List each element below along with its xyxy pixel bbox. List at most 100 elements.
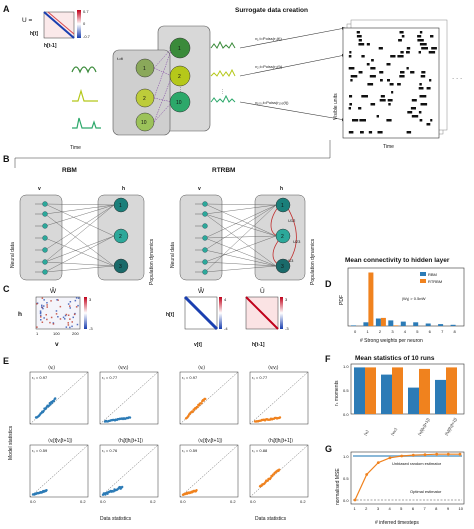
e-title-rbm-3: ⟨hᵢ[t]hⱼ[t+1]⟩ [118,438,143,444]
rbm-w-cell [74,299,77,302]
rtrbm-visible-node [202,211,208,217]
cb-a-bot: -0.7 [83,34,91,39]
raster-spike [388,103,391,106]
poiss-label-1: v₁,t=Poiss(r₁(t)) [255,36,282,41]
rbm-w-cell [69,305,71,307]
trace-1 [71,66,97,74]
rbm-weight-line [44,203,115,237]
raster-spike [426,123,431,126]
e-title-rbm-1: ⟨vᵢvⱼ⟩ [118,365,129,371]
d-legend-rtrbm-swatch [420,279,426,283]
rtrbm-hidden-1 [275,197,291,213]
g-ytick-0.5: 0.5 [343,476,349,481]
d-bar-rtrbm-2 [380,317,386,326]
rtrbm-w-diagonal [183,295,219,331]
f-bar-rbm-1 [381,374,392,414]
raster-spike [419,119,423,122]
rbm-w-cell [41,321,44,323]
g-xtick-8: 8 [435,506,438,511]
rbm-pop-dyn: Population dynamics [149,238,155,285]
panel-label-b: B [3,154,10,164]
e-xtick-1: 0.2 [300,499,306,504]
rtrbm-w-h-axis: h[t] [166,312,174,318]
raster-spike [361,95,368,98]
u-colorbar [77,10,81,38]
rbm-w-cell [59,318,62,320]
d-legend: RBM RTRBM [420,272,442,284]
rtrbm-w-cb-bot: -4 [224,326,228,331]
rbm-w-cell [77,304,79,307]
f-ytick-1.0: 1.0 [343,364,349,369]
node-front-1-label: 1 [178,46,181,52]
raster-spike [410,71,415,74]
g-ref-unbiased: Unbiased random estimator [392,461,442,466]
rtrbm-links [195,201,277,275]
rbm-w-cell [41,306,43,308]
rbm-w-cell [67,303,70,305]
g-rtrbm-point [458,452,462,456]
e-axes-rbm-2 [29,444,89,498]
e-xtick-1: 0.2 [230,499,236,504]
raster-spike [419,95,427,98]
rtrbm-u-title: Û [260,286,265,295]
raster-spike [386,119,392,122]
raster-spike [397,55,404,58]
node-back-1-label: 1 [143,66,146,72]
rbm-w-cell [69,307,71,309]
u-matrix [43,11,75,39]
f-bar-rtrbm-2 [419,368,430,414]
raster-spike [380,95,385,98]
e-axes-rtrbm-1 [249,371,309,425]
d-xtick-6: 6 [429,329,432,334]
rbm-w-heatmap [35,296,81,330]
d-legend-rbm: RBM [428,272,437,277]
d-title: Mean connectivity to hidden layer [345,257,450,264]
d-legend-rtrbm: RTRBM [428,279,442,284]
rbm-w-cell [65,313,68,316]
rbm-w-cell [65,326,68,328]
rtrbm-weight-line [204,204,277,239]
poiss-arrow-1 [239,26,346,49]
rbm-w-cell [40,314,42,317]
g-rtrbm-point [411,453,415,457]
e-r-rbm-2: rₛ = 0.59 [32,448,48,453]
rtrbm-w-v-axis: v[t] [194,342,202,348]
rtrbm-weight-line [204,249,277,267]
rbm-visible-node [42,247,48,253]
f-title: Mean statistics of 10 runs [355,355,435,362]
raster-spike [348,67,355,70]
e-axes-rbm-0 [29,371,89,425]
rbm-w-cell [67,314,70,316]
rbm-w-cell [52,322,55,324]
rbm-title: RBM [62,167,77,174]
rbm-w-cb-bot: -3 [89,326,93,331]
rtrbm-visible-node [202,235,208,241]
node-front-2 [169,65,191,87]
rbm-visible-node [42,235,48,241]
raster-spike [379,99,386,102]
rbm-weight-line [44,204,115,215]
e-point [200,402,203,405]
g-rtrbm-point [446,452,450,456]
e-point [191,410,195,413]
trace-10 [72,117,101,129]
e-identity-line [179,371,239,425]
g-ylabel: normalised MSE [335,468,341,505]
rbm-weight-line [44,235,115,263]
e-point [195,489,198,492]
rbm-w-cell [49,321,51,324]
rtrbm-weight-line [204,204,277,273]
e-xtick-0: 0.0 [250,499,256,504]
raster-spike [348,131,354,134]
raster-spike [417,39,424,42]
d-bar-rbm-7 [438,324,444,326]
rbm-w-cell [40,319,42,321]
d-bars [351,272,456,326]
rbm-visible-node [42,211,48,217]
e-r-rbm-0: rₛ = 0.97 [32,375,48,380]
raster-spike [418,111,422,114]
rbm-w-colorbar [84,297,87,329]
g-xtick-4: 4 [389,506,392,511]
